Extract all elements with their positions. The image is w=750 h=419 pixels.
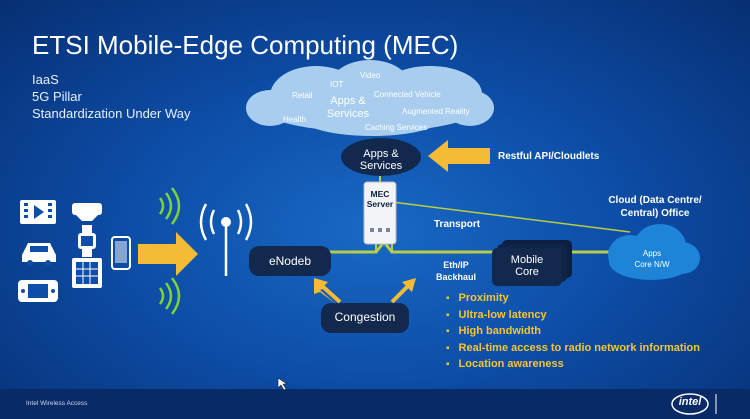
cloud-item-caching-services: Caching Services [365, 123, 428, 132]
eth-ip-backhaul-label: Eth/IP Backhaul [436, 259, 476, 283]
mouse-cursor-icon [277, 377, 288, 391]
apps-services-node: Apps & Services [345, 148, 417, 172]
cloud-item-retail: Retail [292, 91, 313, 100]
mobile-core-label: Mobile Core [492, 254, 562, 278]
apps-services-line-1: Apps & [363, 148, 399, 160]
cloud-center-label: Apps & Services [318, 95, 378, 121]
mobile-core-box [492, 248, 562, 286]
mec-server-label: MEC Server [364, 189, 396, 209]
apps-core-line-1: Apps [642, 249, 662, 258]
wifi-signal-icon [158, 187, 181, 315]
smartwatch-icon [78, 225, 96, 257]
mec-server-line-2: Server [366, 199, 394, 209]
footer-text: Intel Wireless Access [26, 400, 88, 407]
cloud-item-health: Health [283, 115, 307, 124]
cloud-item-iot: IOT [330, 80, 344, 89]
feature-high-bandwidth: High bandwidth [446, 325, 700, 342]
mobile-core-line-1: Mobile [510, 254, 544, 266]
services-cloud-shape [246, 60, 494, 136]
feature-ultra-low-latency: Ultra-low latency [446, 309, 700, 326]
cloud-item-video: Video [360, 71, 381, 80]
apps-core-label: Apps Core N/W [620, 248, 684, 270]
devices-arrow [138, 232, 198, 276]
eth-ip-line-1: Eth/IP [443, 260, 469, 270]
transport-label: Transport [434, 219, 481, 230]
feature-location-awareness: Location awareness [446, 358, 700, 375]
intel-logo: intel [678, 396, 702, 408]
phone-icon [111, 236, 131, 270]
cloud-office-label: Cloud (Data Centre/ Central) Office [600, 194, 710, 220]
radio-tower-icon [199, 203, 253, 276]
feature-proximity: Proximity [446, 292, 700, 309]
congestion-box [321, 303, 409, 333]
enodeb-label: eNodeb [268, 254, 312, 268]
bullet-5g: 5G Pillar [32, 89, 82, 104]
cloud-office-line-1: Cloud (Data Centre/ [608, 195, 702, 206]
cloud-item-augmented-reality: Augmented Reality [402, 107, 470, 116]
feature-real-time-access: Real-time access to radio network inform… [446, 342, 700, 359]
bullet-iaas: IaaS [32, 72, 59, 87]
feature-list: Proximity Ultra-low latency High bandwid… [446, 292, 700, 375]
apps-services-node-shape [341, 138, 421, 176]
bullet-standardization: Standardization Under Way [32, 106, 191, 121]
game-console-icon [18, 280, 58, 302]
eth-ip-line-2: Backhaul [436, 272, 477, 282]
vr-goggles-icon [72, 203, 102, 221]
video-icon [20, 200, 56, 224]
apps-core-line-2: Core N/W [634, 260, 670, 269]
mec-server-line-1: MEC [370, 189, 390, 199]
apps-core-cloud-shape [608, 224, 700, 280]
restful-arrow [428, 140, 490, 172]
cloud-center-line-2: Services [326, 108, 370, 120]
cloud-office-line-2: Central) Office [620, 208, 690, 219]
congestion-label: Congestion [334, 310, 396, 324]
car-icon [22, 243, 56, 266]
enodeb-box [249, 246, 331, 276]
mobile-core-line-2: Core [515, 266, 539, 278]
apps-services-line-2: Services [359, 160, 403, 172]
slide-title: ETSI Mobile-Edge Computing (MEC) [32, 30, 459, 60]
transport-line [391, 201, 631, 233]
tablet-icon [72, 258, 102, 288]
cloud-center-line-1: Apps & [330, 95, 366, 107]
cloud-item-connected-vehicle: Connected Vehicle [374, 90, 441, 99]
restful-api-label: Restful API/Cloudlets [498, 151, 600, 162]
